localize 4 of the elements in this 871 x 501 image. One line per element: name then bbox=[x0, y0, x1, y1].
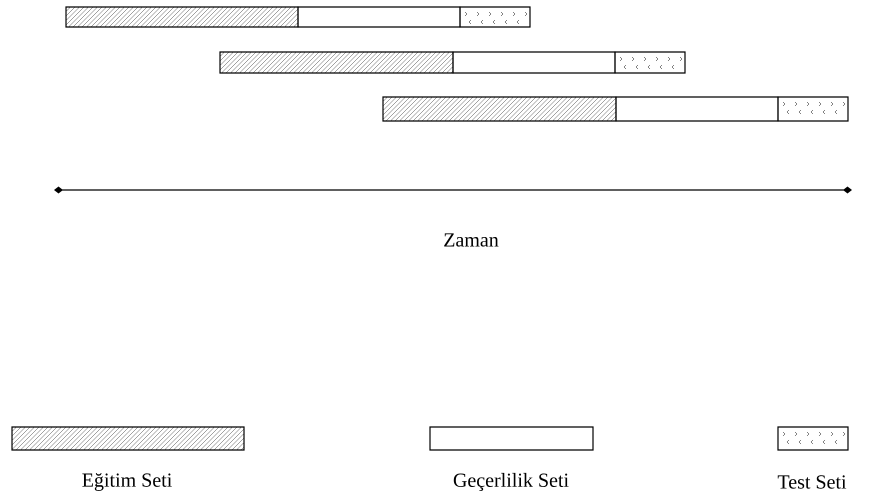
axis-label: Zaman bbox=[444, 233, 498, 247]
legend-label: Geçerlilik Seti bbox=[454, 472, 569, 492]
legend-label: Eğitim Seti bbox=[82, 473, 172, 491]
legend-label: Test Seti bbox=[778, 475, 846, 489]
